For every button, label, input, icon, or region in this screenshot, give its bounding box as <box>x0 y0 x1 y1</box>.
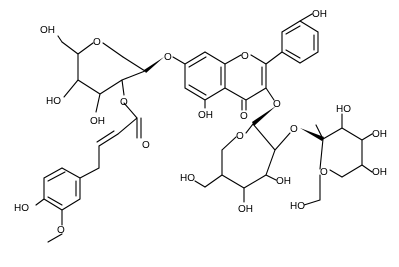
o3-bond <box>265 87 275 101</box>
glc2-oh4-label: OH <box>276 176 291 187</box>
feruloyl-ester <box>35 102 142 243</box>
o7-bond <box>172 56 186 65</box>
glc1-oh3-label: OH <box>90 116 105 127</box>
flavone-c4o-label: O <box>240 111 248 122</box>
glc1-ch2oh-label: OH <box>40 25 55 36</box>
ferulate-ester-o-label: O <box>120 97 128 108</box>
glc2-ch2oh-label: HO <box>180 173 195 184</box>
c-ring <box>224 54 267 111</box>
a-ring <box>184 51 226 101</box>
glc2-oh3-label: OH <box>238 204 253 215</box>
glyco-o2-label: O <box>290 124 298 135</box>
glc3-oh2-label: HO <box>336 104 351 115</box>
glc3-ring-o-label: O <box>320 167 328 178</box>
glucose-terminal <box>300 113 373 206</box>
chromone-ring-o-label: O <box>241 51 249 62</box>
glucose-7o <box>57 35 164 113</box>
glyco-o3-label: O <box>273 99 281 110</box>
phenol-oh-label: OH <box>312 9 327 20</box>
glc3-ch2oh-label: HO <box>290 201 305 212</box>
glucose-3o <box>194 106 291 203</box>
glc3-oh4-label: OH <box>372 167 387 178</box>
glc2-ring-o-label: O <box>236 131 244 142</box>
glc1-ring-o-label: O <box>93 37 101 48</box>
glc1-ho4-label: HO <box>46 96 61 107</box>
ferulate-ho-label: HO <box>14 203 29 214</box>
atom-labels: O HO O O OH O HO OH O O OH OH O O O HO O… <box>14 9 387 236</box>
ferulate-methyl-o-label: O <box>57 225 65 236</box>
ester-carbonyl-o-label: O <box>142 140 150 151</box>
glc3-oh3-label: OH <box>372 129 387 140</box>
flavone-oh5-label: OH <box>198 110 213 121</box>
glyco-o7-label: O <box>164 52 172 63</box>
b-ring <box>265 13 319 65</box>
